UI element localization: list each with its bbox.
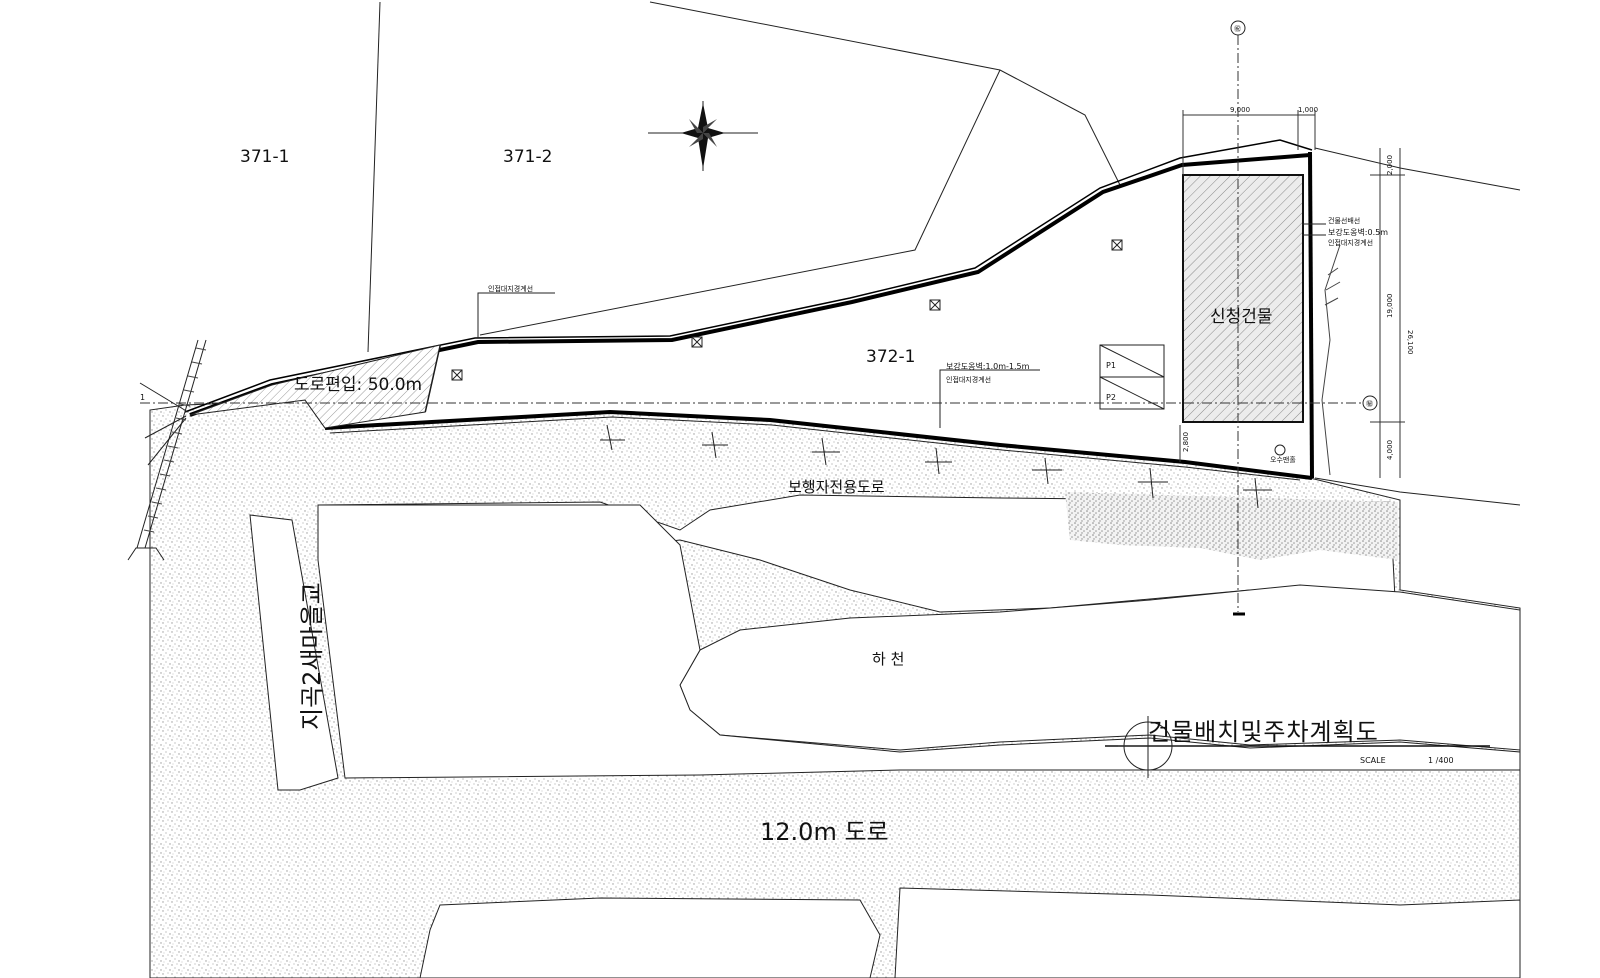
embankment-dense bbox=[1065, 492, 1398, 560]
parcel-line-371 bbox=[367, 1, 381, 353]
stream-label: 하 천 bbox=[872, 650, 904, 668]
dim-right-bottom: 4,000 bbox=[1386, 440, 1394, 460]
scale-value: 1 /400 bbox=[1428, 756, 1454, 765]
site-boundary-east bbox=[1308, 151, 1314, 479]
axis-marker-east-label: ㊙ bbox=[1366, 400, 1373, 408]
parcel-label-372-1: 372-1 bbox=[866, 347, 915, 367]
site-boundary-south-2 bbox=[329, 416, 1301, 481]
dim-top-width: 9,000 bbox=[1230, 106, 1250, 114]
parking-area bbox=[1099, 344, 1165, 410]
bridge-label: 지곡2새마을교 bbox=[298, 582, 326, 730]
road-incorporation-label: 도로편입: 50.0m bbox=[294, 375, 422, 395]
bridge-deck bbox=[249, 514, 339, 791]
road-incorporation-area bbox=[189, 344, 441, 429]
drawing-title: 건물배치및주차계획도 bbox=[1148, 718, 1379, 746]
note-building-line: 건물선배선 bbox=[1328, 216, 1360, 225]
parcel-line-right bbox=[1314, 147, 1521, 191]
parking-label-p2: P2 bbox=[1106, 393, 1116, 402]
note-adjacent-boundary-top: 인접대지경계선 bbox=[488, 284, 533, 293]
main-road-label: 12.0m 도로 bbox=[760, 818, 889, 846]
bridge-abutment bbox=[127, 339, 207, 561]
planting-symbols bbox=[451, 239, 1123, 381]
dim-bottom-left: 2,800 bbox=[1182, 432, 1190, 452]
axis-marker-east bbox=[1362, 395, 1378, 411]
east-slope-marks bbox=[1321, 244, 1341, 476]
site-boundary-outer bbox=[184, 139, 1313, 413]
section-axis-label: 1 bbox=[140, 393, 145, 402]
title-block bbox=[1105, 716, 1490, 778]
site-boundary-south bbox=[324, 409, 1313, 480]
dim-top-right: 1,000 bbox=[1298, 106, 1318, 114]
note-leaders bbox=[477, 223, 1326, 428]
note-setback-right: 보강도옹벽:0.5m bbox=[1328, 227, 1388, 237]
axis-marker-north-label: ㊗ bbox=[1234, 25, 1241, 33]
building-label: 신청건물 bbox=[1210, 307, 1273, 327]
note-setback-main: 보강도옹벽:1.0m-1.5m bbox=[946, 361, 1030, 371]
parcel-label-371-1: 371-1 bbox=[240, 147, 289, 167]
parcel-line-371-2-b bbox=[479, 69, 1001, 336]
manhole-icon bbox=[1274, 444, 1286, 456]
north-arrow-icon bbox=[648, 101, 758, 171]
dim-right-mid: 19,000 bbox=[1386, 294, 1394, 319]
dim-right-total: 26,100 bbox=[1406, 330, 1414, 355]
scale-label: SCALE bbox=[1360, 756, 1386, 765]
lower-block-right bbox=[894, 887, 1521, 978]
retaining-wall-ticks bbox=[600, 424, 1272, 509]
parcel-label-371-2: 371-2 bbox=[503, 147, 552, 167]
parking-label-p1: P1 bbox=[1106, 361, 1116, 370]
road-land-block bbox=[317, 504, 1521, 779]
lower-block-left bbox=[419, 897, 881, 978]
dimension-lines bbox=[1179, 110, 1405, 478]
applied-building bbox=[1182, 174, 1304, 423]
dim-right-top: 2,000 bbox=[1386, 155, 1394, 175]
parcel-line-right-low bbox=[1314, 477, 1521, 506]
parcel-line-371-2 bbox=[649, 1, 1121, 186]
bridge-hatch bbox=[143, 347, 207, 533]
pedestrian-road-label: 보행자전용도로 bbox=[788, 478, 885, 496]
note-manhole: 오수맨홀 bbox=[1270, 455, 1296, 464]
note-adjacent-boundary-main: 인접대지경계선 bbox=[946, 375, 991, 384]
note-adjacent-boundary-right: 인접대지경계선 bbox=[1328, 238, 1373, 247]
axis-marker-north bbox=[1230, 20, 1246, 36]
